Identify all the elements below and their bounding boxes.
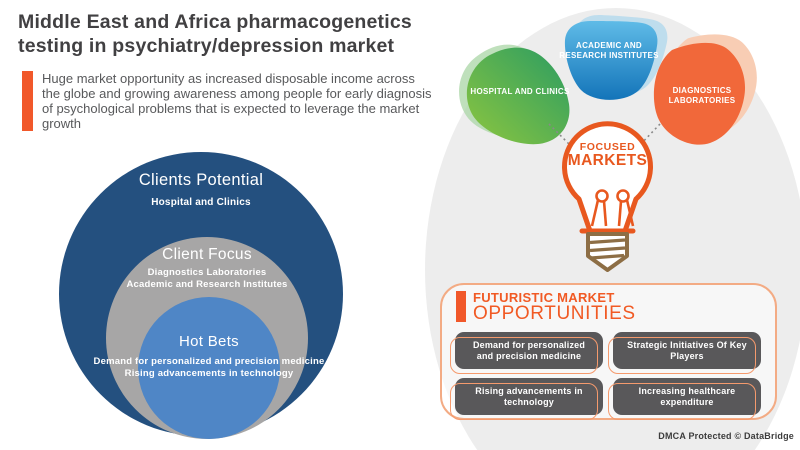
clients-potential-label: Clients Potential Hospital and Clinics [59,171,343,208]
segment-label-hospital: HOSPITAL AND CLINICS [470,87,570,96]
hot-bets-label: Hot Bets Demand for personalized and pre… [59,333,359,379]
opportunities-heading-line2: OPPORTUNITIES [473,303,636,324]
client-focus-item-1: Diagnostics Laboratories [147,267,267,278]
client-focus-title: Client Focus [162,246,252,263]
hot-bets-item-2: Rising advancements in technology [124,367,294,379]
opportunities-header: FUTURISTIC MARKET OPPORTUNITIES [456,291,636,323]
focused-markets-label: FOCUSED MARKETS [557,141,658,169]
page-title-line1: Middle East and Africa pharmacogenetics [18,11,412,33]
hot-bets-circle [138,297,280,439]
opportunity-item-4: Increasing healthcare expenditure [608,378,761,420]
accent-bar [456,291,466,322]
clients-potential-title: Clients Potential [138,171,264,189]
page-title-line2: testing in psychiatry/depression market [18,35,395,57]
clients-potential-item: Hospital and Clinics [151,197,251,208]
focused-markets-line2: MARKETS [567,152,648,169]
hot-bets-item-1: Demand for personalized and precision me… [93,356,325,367]
opportunity-item-2: Strategic Initiatives Of Key Players [608,332,761,374]
segment-label-academic: ACADEMIC AND RESEARCH INSTITUTES [559,41,659,60]
client-focus-item-2: Academic and Research Institutes [126,278,288,290]
page-title: Middle East and Africa pharmacogenetics … [18,10,488,58]
accent-bar [22,71,33,131]
market-summary-text: Huge market opportunity as increased dis… [42,71,432,131]
opportunity-item-1: Demand for personalized and precision me… [450,332,603,374]
market-summary: Huge market opportunity as increased dis… [22,71,434,131]
client-focus-label: Client Focus Diagnostics Laboratories Ac… [106,246,308,290]
opportunities-heading-line1: FUTURISTIC MARKET [473,290,615,305]
focused-markets-line1: FOCUSED [579,141,636,153]
hot-bets-title: Hot Bets [179,333,239,350]
opportunity-item-3: Rising advancements in technology [450,378,603,420]
segment-label-diagnostics: DIAGNOSTICS LABORATORIES [668,86,736,105]
opportunities-grid: Demand for personalized and precision me… [450,332,761,420]
copyright-notice: DMCA Protected © DataBridge [658,431,794,441]
